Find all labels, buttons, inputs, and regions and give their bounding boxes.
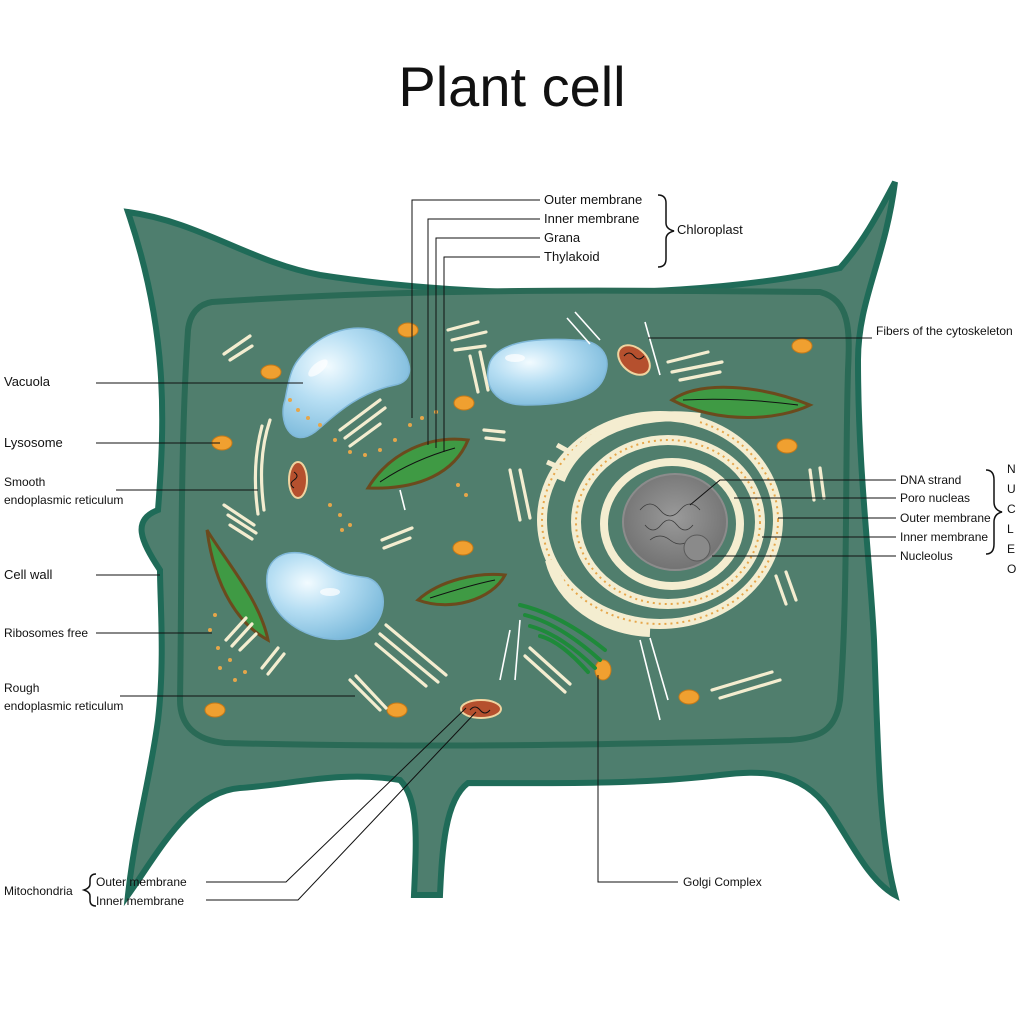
chloroplast-group-label: Chloroplast (677, 222, 743, 237)
chloroplast-part-outer-membrane: Outer membrane (544, 192, 642, 207)
mitochondria-part-outer-membrane: Outer membrane (96, 875, 187, 889)
chloroplast-4 (415, 572, 508, 607)
label-smooth-er-line1: Smooth (4, 475, 45, 489)
vacuole-1 (282, 327, 411, 439)
cytoskeleton-label: Fibers of the cytoskeleton (876, 324, 1013, 338)
mitochondria-leader-lines (81, 707, 477, 907)
mitochondria-part-inner-membrane: Inner membrane (96, 894, 184, 908)
golgi-complex (518, 603, 607, 674)
chloroplast-leader-lines (411, 194, 675, 452)
chloroplast-part-thylakoid: Thylakoid (544, 249, 600, 264)
chloroplast-3 (205, 529, 271, 643)
mitochondria-group-label: Mitochondria (4, 884, 73, 898)
cytoskeleton-fibers (399, 311, 669, 721)
nucleus-part-outer-membrane: Outer membrane (900, 511, 991, 525)
nucleus-part-poro-nucleas: Poro nucleas (900, 491, 970, 505)
page-title: Plant cell (398, 55, 625, 118)
mitochondrion-2 (288, 461, 308, 499)
left-leader-lines (96, 382, 355, 697)
nucleus-part-nucleolus: Nucleolus (900, 549, 953, 563)
label-smooth-er-line2: endoplasmic reticulum (4, 493, 123, 507)
endoplasmic-reticulum (222, 320, 826, 712)
label-ribosomes-free: Ribosomes free (4, 626, 88, 640)
nucleus-letter-c: C (1007, 502, 1016, 516)
nucleus-letter-n: N (1007, 462, 1016, 476)
lysosomes (204, 322, 813, 718)
nucleus-letter-u: U (1007, 482, 1016, 496)
nucleus-part-inner-membrane: Inner membrane (900, 530, 988, 544)
mitochondrion-3 (460, 699, 502, 719)
chloroplast-part-inner-membrane: Inner membrane (544, 211, 639, 226)
chloroplast-part-grana: Grana (544, 230, 581, 245)
nucleus-letter-l: L (1007, 522, 1014, 536)
label-vacuola: Vacuola (4, 374, 51, 389)
nucleolus (683, 534, 711, 562)
chloroplast-2 (669, 385, 814, 419)
vacuole-3 (266, 551, 384, 641)
label-cell-wall: Cell wall (4, 567, 53, 582)
nucleus-leader-lines (689, 469, 1003, 557)
mitochondrion-1 (617, 344, 651, 376)
nucleus (537, 411, 783, 637)
nucleus-part-dna-strand: DNA strand (900, 473, 961, 487)
nucleus-group-label: N U C L E O (1007, 462, 1016, 576)
label-lysosome: Lysosome (4, 435, 63, 450)
nucleus-letter-o: O (1007, 562, 1016, 576)
golgi-label: Golgi Complex (683, 875, 762, 889)
label-rough-er-line1: Rough (4, 681, 39, 695)
nucleus-letter-e: E (1007, 542, 1015, 556)
label-rough-er-line2: endoplasmic reticulum (4, 699, 123, 713)
